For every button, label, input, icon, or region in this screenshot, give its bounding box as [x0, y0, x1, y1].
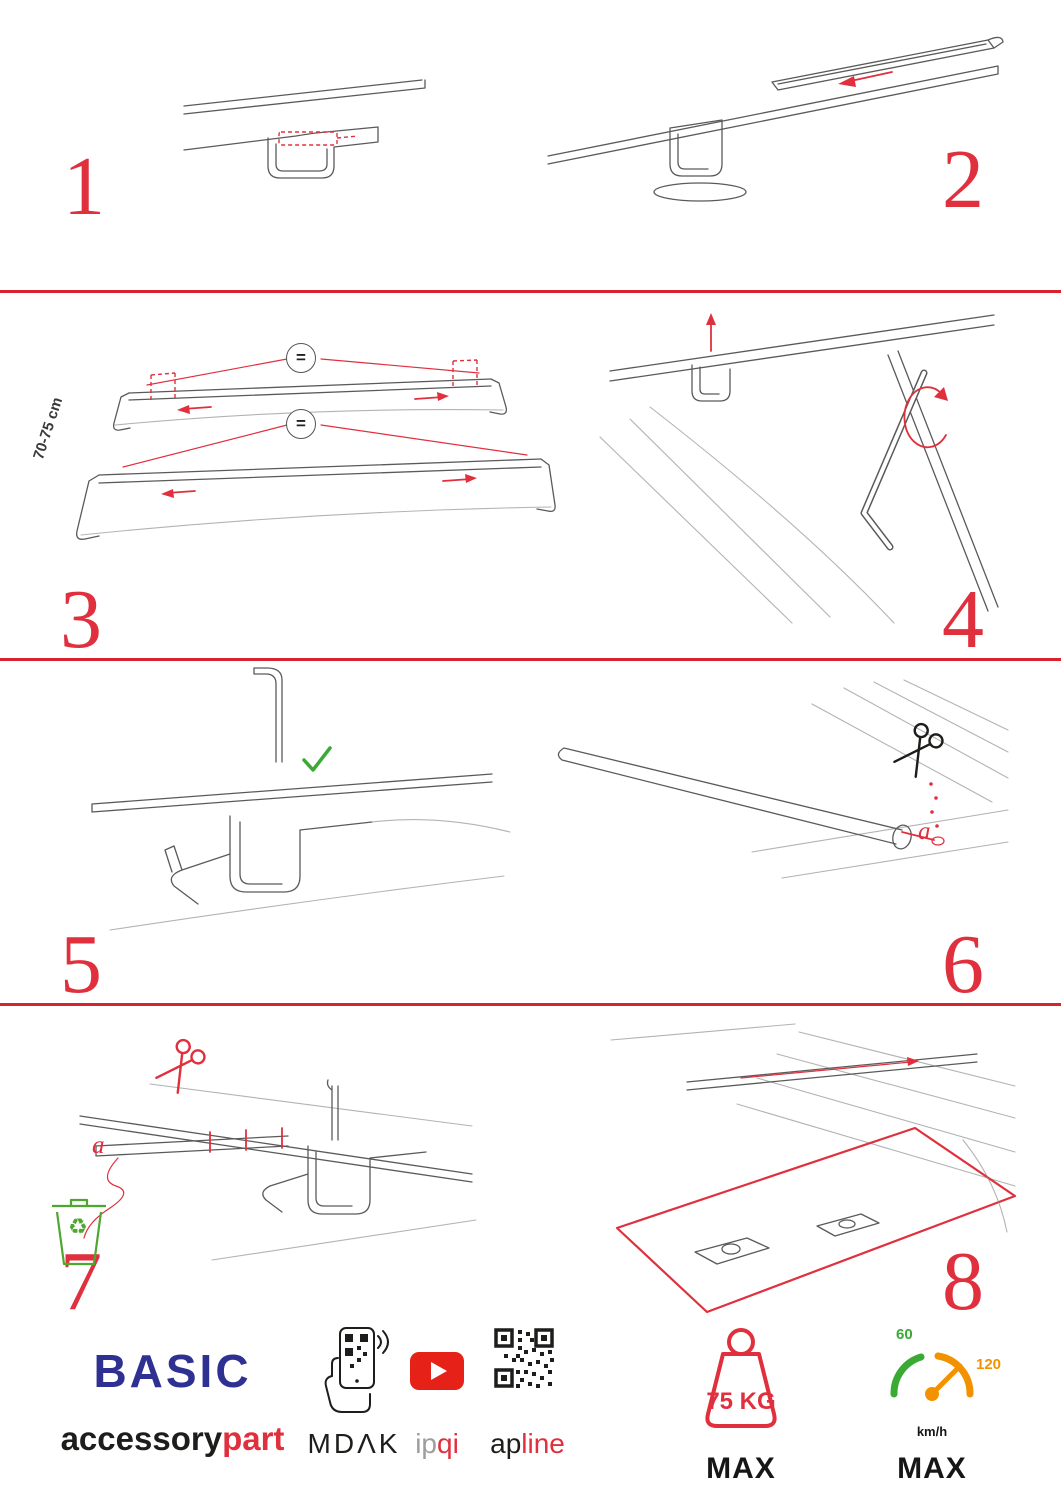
cut-point-label: a — [918, 818, 931, 845]
speed-tick-low: 60 — [896, 1326, 913, 1343]
partner-ipqi: ipqi — [402, 1428, 472, 1460]
step-5-number: 5 — [60, 918, 102, 1011]
partner-ipqi-gray: ip — [415, 1428, 437, 1459]
phone-qr-scan-icon — [324, 1327, 389, 1413]
equal-symbol: = — [296, 348, 306, 367]
speed-tick-high: 120 — [976, 1356, 1002, 1373]
step-6-number: 6 — [942, 918, 984, 1011]
allen-key-icon — [860, 369, 928, 551]
detail-focus-frame — [615, 1126, 1017, 1314]
section-divider — [0, 1003, 1061, 1006]
weight-limit-icon — [705, 1328, 777, 1428]
trash-recycle-icon — [52, 1198, 106, 1266]
speed-unit-label: km/h — [916, 1424, 948, 1439]
partner-apline: apline — [480, 1428, 575, 1460]
youtube-icon — [410, 1352, 464, 1390]
checkmark-icon — [302, 746, 332, 772]
qr-code-icon — [494, 1328, 554, 1388]
rubber-strip-end — [901, 831, 935, 841]
step-1-drawing — [183, 79, 426, 179]
section-divider — [0, 290, 1061, 293]
partner-ipqi-red: qi — [437, 1428, 459, 1459]
discard-path-line — [83, 1157, 125, 1239]
brand-sub-logo: accessorypart — [60, 1420, 285, 1458]
equal-spacing-badge-front: = — [286, 409, 316, 439]
equal-spacing-badge-rear: = — [286, 343, 316, 373]
step-3-drawing — [76, 358, 556, 540]
recycle-symbol: ♻ — [68, 1214, 88, 1239]
step-2-drawing — [547, 36, 1004, 202]
step-1-number: 1 — [63, 140, 105, 233]
step-8-number: 8 — [942, 1235, 984, 1328]
rotate-arrow — [903, 386, 947, 449]
section-divider — [0, 658, 1061, 661]
brand-sub-black: accessory — [60, 1420, 223, 1457]
equal-symbol: = — [296, 414, 306, 433]
step-3-number: 3 — [60, 573, 102, 666]
speed-max-label: MAX — [897, 1452, 967, 1485]
scissors-icon — [155, 1038, 206, 1094]
cut-point-label: a — [92, 1132, 105, 1159]
clamp-plate-highlight — [278, 131, 338, 146]
equal-spacing-lines-front — [122, 424, 528, 468]
step-4-drawing — [599, 313, 999, 624]
strip-direction-line — [740, 1061, 912, 1079]
partner-apline-black: ap — [490, 1428, 522, 1459]
weight-limit-value: 75 KG — [706, 1388, 776, 1415]
step-5-drawing — [91, 667, 511, 931]
cut-marks — [209, 1127, 283, 1153]
scissors-icon — [893, 722, 944, 778]
brand-logo-basic: BASIC — [93, 1345, 252, 1397]
step-4-number: 4 — [942, 573, 984, 666]
step-8-drawing — [610, 1023, 1017, 1314]
step-7-drawing — [52, 1038, 477, 1266]
partner-apline-red: line — [521, 1428, 565, 1459]
brand-sub-red: part — [222, 1420, 285, 1457]
step-2-number: 2 — [942, 133, 984, 226]
partner-mdak: MDΛK — [307, 1428, 401, 1459]
step-6-drawing — [557, 679, 1009, 879]
weight-max-label: MAX — [706, 1452, 776, 1485]
speedometer-icon — [890, 1352, 974, 1401]
